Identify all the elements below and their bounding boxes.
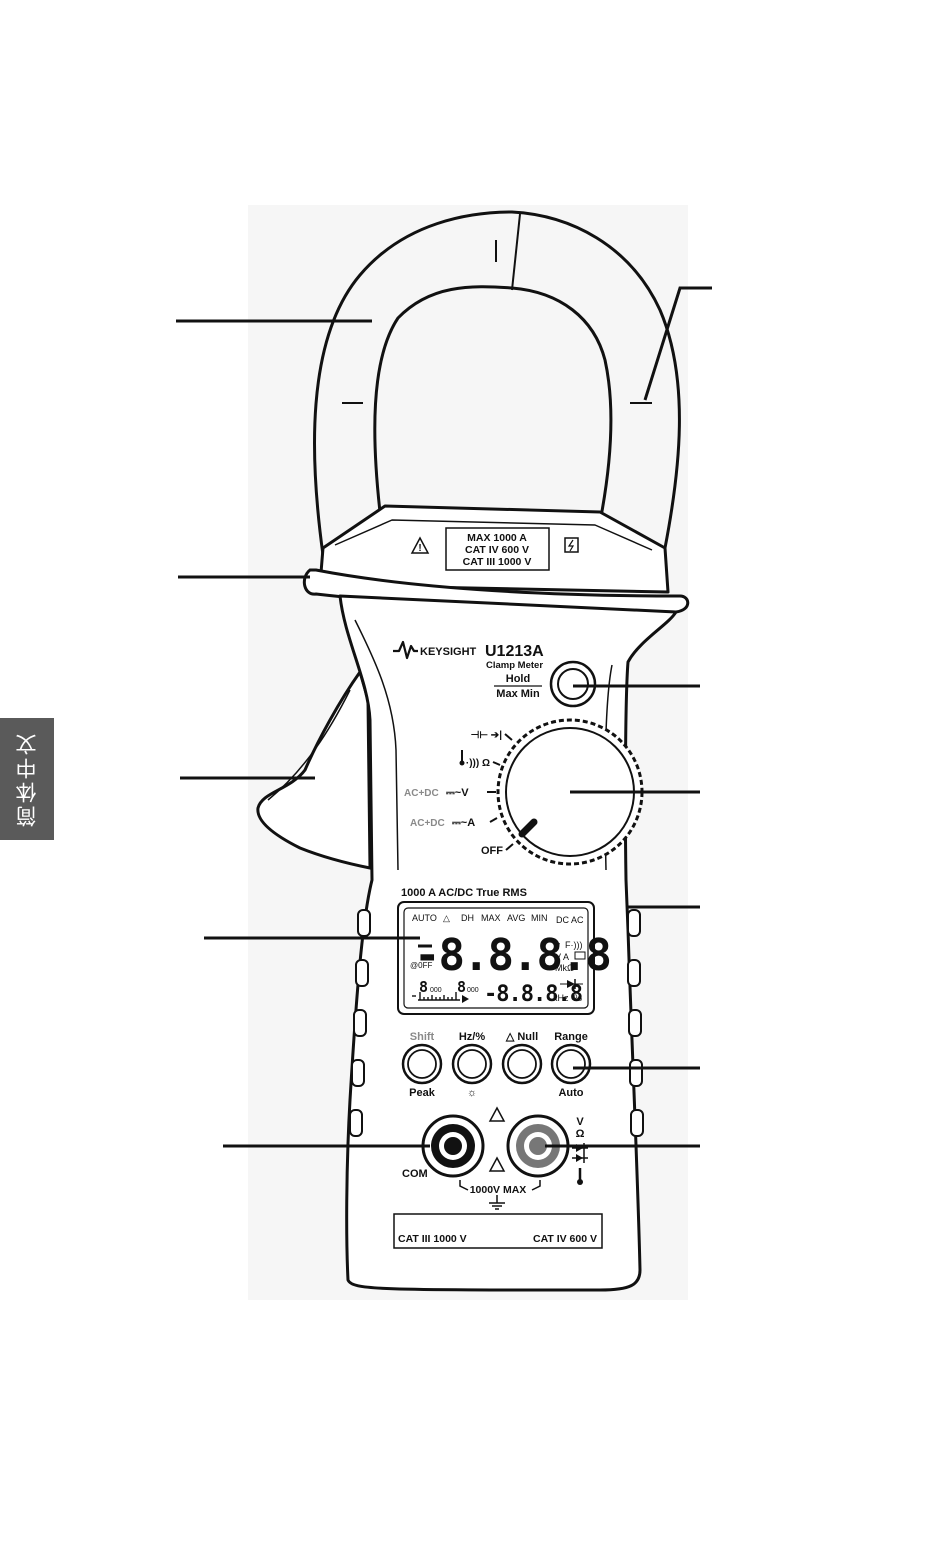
rotary-pointer	[518, 818, 538, 838]
lcd-bargraph	[412, 992, 469, 1003]
bottom-label-right: CAT IV 600 V	[533, 1233, 597, 1245]
null-button-top-label: △ Null	[505, 1031, 538, 1043]
lcd-annunciator: △	[443, 913, 450, 923]
max-voltage-label: 1000V MAX	[470, 1184, 527, 1196]
shift-peak-button[interactable]	[401, 1043, 443, 1085]
lcd-small-digit-b: 8	[457, 978, 466, 996]
lcd-auto-off: @0FF	[410, 961, 432, 970]
max-min-label: Max Min	[496, 688, 540, 700]
range-auto-button-top-label: Range	[554, 1031, 588, 1043]
voltage-terminal[interactable]	[506, 1114, 570, 1178]
terminal-warning-icon	[488, 1106, 506, 1172]
clamp-jaw	[313, 210, 681, 556]
keysight-logo-icon	[393, 640, 418, 660]
rotary-volts-prefix: AC+DC	[404, 788, 439, 799]
lcd-display	[397, 901, 595, 1015]
com-terminal[interactable]	[421, 1114, 485, 1178]
left-side-grips	[349, 909, 371, 1137]
thermometer-icon	[459, 750, 465, 766]
ground-icon	[489, 1195, 505, 1210]
lcd-main-digits: -8.8.8.8	[414, 930, 610, 981]
rotary-continuity-ohm: ·))) Ω	[466, 758, 490, 769]
lcd-annunciator: AUTO	[412, 913, 437, 923]
lcd-small-b-suffix: 000	[467, 987, 479, 994]
hz-percent-button-bottom-label: ☼	[467, 1087, 477, 1099]
range-auto-button-bottom-label: Auto	[558, 1087, 583, 1099]
lcd-unit-micro: μ	[554, 940, 560, 950]
hz-percent-button-top-label: Hz/%	[459, 1031, 486, 1043]
shift-peak-button-top-label: Shift	[410, 1031, 435, 1043]
jaw-trigger	[256, 668, 372, 870]
rotary-off: OFF	[481, 845, 503, 857]
range-auto-button[interactable]	[550, 1043, 592, 1085]
rating-text: 1000 A AC/DC True RMS	[401, 887, 527, 899]
rotary-volts-symbol: ⎓~V	[446, 787, 469, 799]
lcd-small-digit-a: 8	[419, 978, 428, 996]
jaw-rating-line3: CAT III 1000 V	[463, 556, 532, 568]
lcd-diode-icon	[560, 979, 583, 989]
lcd-sub-digits: -8.8.8.8	[484, 982, 582, 1007]
terminal-volt-label: V	[576, 1116, 584, 1128]
lcd-unit-khz: kHz	[553, 993, 569, 1003]
lcd-unit-percent: %	[574, 993, 582, 1003]
svg-text:!: !	[418, 543, 421, 554]
lcd-annunciator: MAX	[481, 913, 501, 923]
bottom-cat-label	[393, 1213, 603, 1249]
rotary-amps-symbol: ⎓~A	[452, 817, 475, 829]
lcd-annunciator: MIN	[531, 913, 548, 923]
lcd-dc: DC	[556, 915, 569, 925]
shift-peak-button-bottom-label: Peak	[409, 1087, 436, 1099]
hold-max-min-button[interactable]	[549, 660, 597, 708]
model-number: U1213A	[485, 643, 544, 660]
lcd-unit-mk-ohm: MkΩ	[555, 963, 574, 973]
model-subtitle: Clamp Meter	[486, 660, 543, 671]
lcd-battery-icon	[574, 951, 586, 960]
terminal-thermometer-icon	[577, 1168, 583, 1185]
lcd-small-a-suffix: 000	[430, 987, 442, 994]
language-side-tab: 简体中文	[0, 718, 54, 840]
hz-percent-button[interactable]	[451, 1043, 493, 1085]
null-button[interactable]	[501, 1043, 543, 1085]
jaw-rating-label	[445, 527, 550, 571]
lcd-annunciator: AVG	[507, 913, 525, 923]
lcd-unit-farad: F·)))	[565, 940, 583, 950]
brand-name: KEYSIGHT	[420, 646, 477, 658]
high-voltage-icon	[564, 537, 579, 553]
lcd-ac: AC	[571, 915, 584, 925]
jaw-rating-line1: MAX 1000 A	[467, 532, 527, 544]
rotary-capacitance-diode: ⊣⊢ ➔|	[471, 730, 503, 741]
lcd-unit-va: V A	[555, 952, 569, 962]
jaw-rating-line2: CAT IV 600 V	[465, 544, 529, 556]
bottom-label-left: CAT III 1000 V	[398, 1233, 467, 1245]
callout-jaw-marker	[643, 286, 712, 401]
callout-lines	[176, 286, 712, 1148]
rotary-amps-prefix: AC+DC	[410, 818, 445, 829]
terminal-ohm-label: Ω	[576, 1128, 585, 1140]
lcd-annunciator: DH	[461, 913, 474, 923]
warning-triangle-icon: !	[410, 536, 430, 554]
hold-label: Hold	[506, 673, 530, 685]
com-label: COM	[402, 1168, 428, 1180]
